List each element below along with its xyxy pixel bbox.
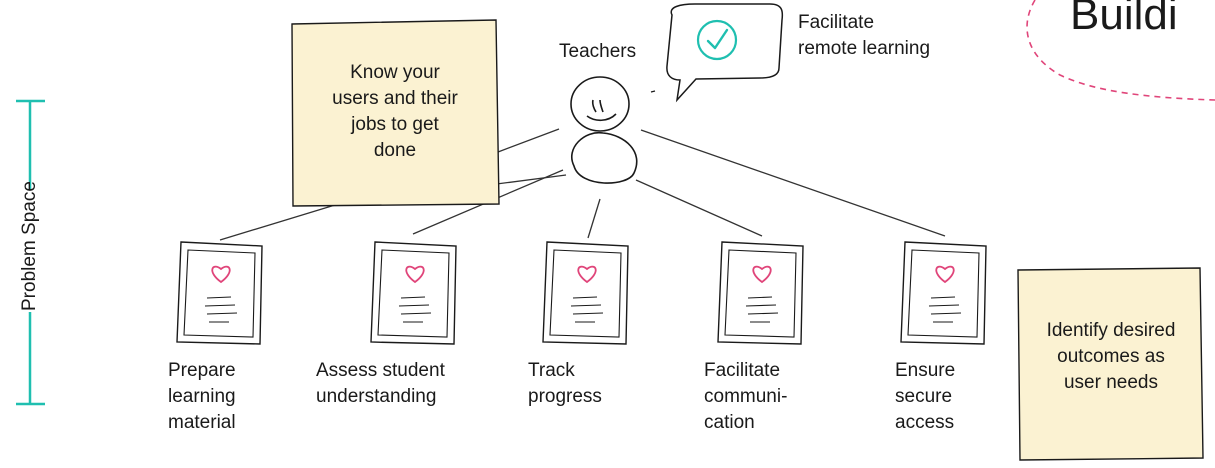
need-label-access: Ensure secure access — [895, 360, 956, 433]
need-label-prepare: Prepare learning material — [168, 360, 236, 433]
persona-label: Teachers — [559, 41, 637, 62]
sticky-note-1 — [291, 19, 500, 207]
stick-figure-icon — [570, 76, 638, 184]
heart-document-icon — [542, 241, 629, 345]
problem-space-bracket — [16, 99, 45, 406]
heart-document-icon — [176, 241, 263, 345]
speech-text: Facilitate remote learning — [798, 12, 931, 59]
sticky-note-1-text: Know your users and their jobs to get do… — [332, 62, 458, 161]
problem-space-label: Problem Space — [19, 181, 40, 311]
heart-document-icon — [717, 241, 804, 345]
need-label-communication: Facilitate communi- cation — [704, 360, 788, 433]
speech-bubble — [650, 3, 784, 103]
checkmark-circle-icon — [696, 19, 738, 61]
sticky-note-2-text: Identify desired outcomes as user needs — [1046, 320, 1176, 393]
sticky-note-2 — [1017, 267, 1204, 461]
heart-document-icon — [900, 241, 987, 345]
title-fragment: Buildi — [1070, 0, 1178, 39]
need-label-track: Track progress — [528, 360, 602, 407]
heart-document-icon — [370, 241, 457, 345]
need-label-assess: Assess student understanding — [316, 360, 445, 407]
